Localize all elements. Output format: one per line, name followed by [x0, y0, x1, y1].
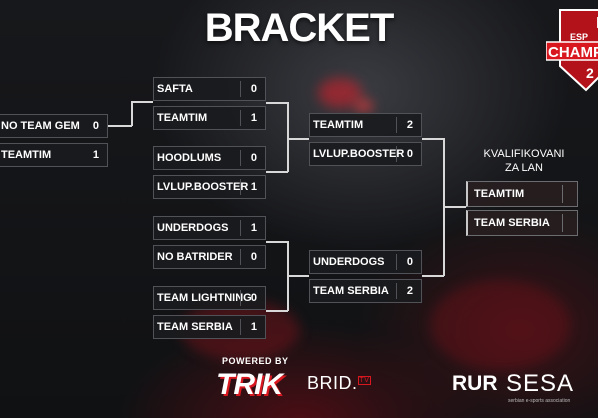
team-name: TEAM LIGHTNING	[157, 292, 252, 304]
connector	[422, 275, 444, 277]
team-score: 0	[250, 251, 257, 263]
team-name: SAFTA	[157, 83, 193, 95]
team-score: 0	[92, 120, 99, 132]
svg-text:2: 2	[586, 65, 594, 81]
team-name: LVLUP.BOOSTER	[313, 148, 405, 160]
qualified-slot-1: TEAMTIM	[466, 181, 578, 207]
divider	[396, 146, 397, 162]
connector	[266, 310, 288, 312]
team-name: UNDERDOGS	[157, 222, 229, 234]
team-name: TEAMTIM	[313, 119, 364, 131]
powered-by-label: POWERED BY	[222, 356, 289, 366]
qualified-label-line2: ZA LAN	[505, 162, 543, 174]
sesa-subtitle: serbian e-sports association	[508, 398, 571, 404]
divider	[240, 150, 241, 166]
divider	[240, 319, 241, 335]
team-name: LVLUP.BOOSTER	[157, 181, 249, 193]
team-name: TEAM SERBIA	[313, 285, 389, 297]
svg-text:CHAMP: CHAMP	[548, 44, 598, 61]
round2-slot-4: TEAM SERBIA 2	[309, 279, 422, 303]
connector	[108, 125, 132, 127]
left-match-slot-2: TEAMTIM 1	[0, 143, 108, 167]
team-name: UNDERDOGS	[313, 256, 385, 268]
tv-badge: TV	[357, 376, 372, 385]
svg-text:I: I	[596, 15, 598, 32]
trik-logo: TRIK	[216, 368, 283, 401]
team-score: 1	[250, 321, 257, 333]
connector	[266, 102, 288, 104]
team-name: TEAMTIM	[1, 149, 52, 161]
round1-slot-6: NO BATRIDER 0	[153, 245, 266, 269]
connector	[443, 206, 466, 208]
connector	[266, 241, 288, 243]
connector	[287, 138, 309, 140]
team-score: 0	[250, 292, 257, 304]
team-score: 2	[406, 119, 413, 131]
round1-slot-1: SAFTA 0	[153, 77, 266, 101]
round2-slot-3: UNDERDOGS 0	[309, 250, 422, 274]
round1-slot-5: UNDERDOGS 1	[153, 216, 266, 240]
team-score: 0	[406, 256, 413, 268]
team-score: 0	[250, 83, 257, 95]
brid-text: BRID.	[307, 373, 358, 393]
brid-tv-logo: BRID.TV	[307, 373, 372, 394]
championship-logo: I ESP CHAMP 2	[546, 9, 598, 92]
team-name: NO TEAM GEM	[1, 120, 80, 132]
team-score: 1	[250, 112, 257, 124]
team-score: 2	[406, 285, 413, 297]
connector	[287, 275, 309, 277]
left-match-slot-1: NO TEAM GEM 0	[0, 114, 108, 138]
connector	[422, 138, 444, 140]
page-title: BRACKET	[204, 6, 395, 50]
divider	[562, 185, 563, 203]
qualified-label-line1: KVALIFIKOVANI	[483, 148, 565, 160]
team-name: TEAM SERBIA	[474, 217, 550, 229]
team-name: TEAMTIM	[157, 112, 208, 124]
red-glow-2	[355, 100, 373, 112]
team-name: TEAM SERBIA	[157, 321, 233, 333]
divider	[240, 290, 241, 306]
red-glow-4	[430, 280, 570, 370]
divider	[396, 283, 397, 299]
team-score: 1	[92, 149, 99, 161]
team-name: NO BATRIDER	[157, 251, 233, 263]
connector	[287, 102, 289, 172]
divider	[240, 110, 241, 126]
divider	[240, 179, 241, 195]
connector	[266, 171, 288, 173]
round1-slot-7: TEAM LIGHTNING 0	[153, 286, 266, 310]
team-name: HOODLUMS	[157, 152, 222, 164]
team-score: 1	[250, 181, 257, 193]
team-name: TEAMTIM	[474, 188, 525, 200]
round1-slot-3: HOODLUMS 0	[153, 146, 266, 170]
qualified-slot-2: TEAM SERBIA	[466, 210, 578, 236]
round2-slot-1: TEAMTIM 2	[309, 113, 422, 137]
rur-logo: RUR	[452, 372, 498, 395]
qualified-label: KVALIFIKOVANI ZA LAN	[474, 147, 574, 175]
divider	[396, 117, 397, 133]
team-score: 0	[406, 148, 413, 160]
connector	[131, 101, 133, 126]
team-score: 0	[250, 152, 257, 164]
round1-slot-2: TEAMTIM 1	[153, 106, 266, 130]
round1-slot-8: TEAM SERBIA 1	[153, 315, 266, 339]
round1-slot-4: LVLUP.BOOSTER 1	[153, 175, 266, 199]
svg-text:ESP: ESP	[570, 32, 588, 42]
divider	[396, 254, 397, 270]
red-glow-1	[318, 78, 362, 108]
divider	[562, 214, 563, 232]
round2-slot-2: LVLUP.BOOSTER 0	[309, 142, 422, 166]
divider	[240, 249, 241, 265]
sesa-logo: SESA	[506, 370, 575, 397]
team-score: 1	[250, 222, 257, 234]
divider	[240, 220, 241, 236]
divider	[240, 81, 241, 97]
connector	[131, 101, 153, 103]
